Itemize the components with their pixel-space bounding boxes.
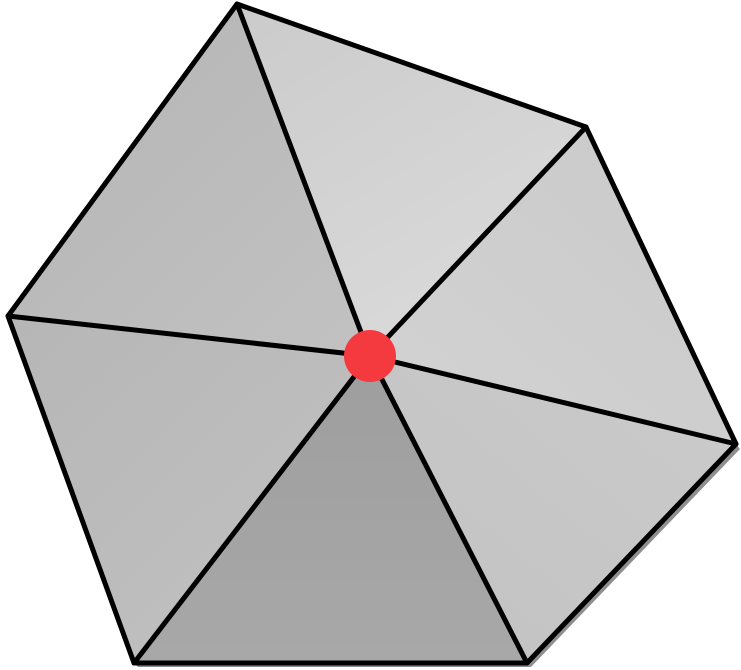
rim-bevel: [527, 444, 740, 667]
spokes: [5, 1, 739, 666]
spoke-bottom-right: [367, 353, 530, 666]
spoke-left: [5, 313, 373, 359]
spoke-top-left: [234, 1, 373, 359]
face-right-lower: [370, 356, 736, 663]
spoke-bottom-left: [131, 353, 373, 666]
spoke-top-right: [367, 124, 589, 359]
face-left: [8, 316, 370, 663]
spoke-right: [367, 353, 739, 447]
face-top-left: [8, 4, 370, 356]
red-dot-icon: [344, 330, 396, 382]
face-right-upper: [370, 127, 736, 444]
face-top: [237, 4, 586, 356]
face-bottom: [134, 356, 527, 663]
